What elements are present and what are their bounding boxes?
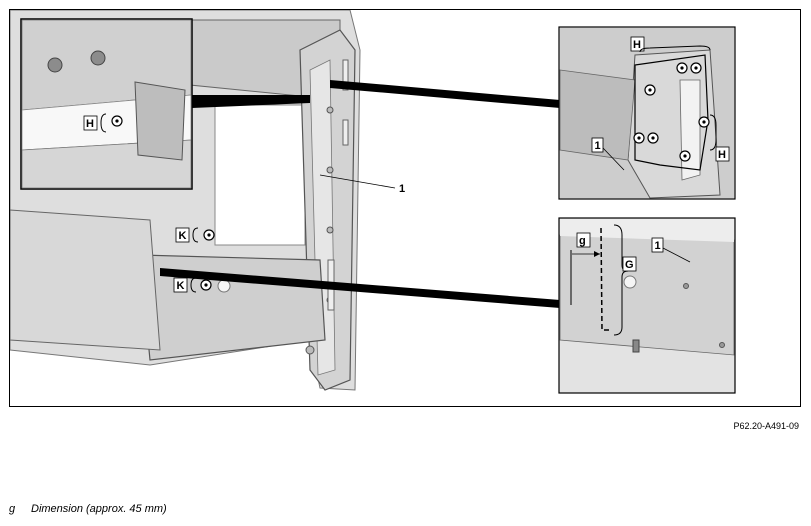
weld-point-icon xyxy=(698,116,710,128)
dimension-arrow-head xyxy=(594,251,600,257)
callout-detail-top-item: 1 xyxy=(595,140,601,152)
callout-g: g xyxy=(579,235,586,247)
hole xyxy=(305,345,315,355)
callout-detail-top-item-box xyxy=(591,137,604,153)
brace-k-upper xyxy=(192,227,199,243)
weld-point-icon xyxy=(111,115,123,127)
callout-k-upper: K xyxy=(179,230,187,242)
callout-h-top: H xyxy=(633,39,641,51)
hole xyxy=(326,166,334,174)
detail-bottom-right: g G 1 xyxy=(160,217,736,394)
window-opening xyxy=(214,104,306,246)
slot xyxy=(342,59,349,91)
weld-point-icon xyxy=(679,150,691,162)
callout-h-right: H xyxy=(718,149,726,161)
callout-h-inset: H xyxy=(86,118,94,130)
callout-k-lower-box xyxy=(173,277,188,293)
weld-point-icon xyxy=(644,84,656,96)
connector-detail-top xyxy=(330,80,560,108)
callout-h-right-box xyxy=(715,146,730,162)
weld-point-icon xyxy=(676,62,688,74)
detail-top-right: H H 1 xyxy=(330,26,736,200)
callout-k-lower: K xyxy=(177,280,185,292)
lower-inner-panel xyxy=(10,209,161,351)
leader-detail-top-item xyxy=(602,147,625,171)
hole xyxy=(217,279,231,293)
legend-item: g Dimension (approx. 45 mm) xyxy=(9,503,167,515)
slot xyxy=(342,119,349,146)
leader-detail-bottom-item xyxy=(662,247,691,263)
weld-area-outline xyxy=(634,54,709,171)
weld-point-icon xyxy=(203,229,215,241)
weld-point-icon xyxy=(647,132,659,144)
connector-detail-bottom xyxy=(160,268,560,308)
figure-reference-code: P62.20-A491-09 xyxy=(733,421,799,431)
brace-h-top xyxy=(639,45,711,53)
callout-g-box xyxy=(576,232,591,248)
callout-detail-bottom-item: 1 xyxy=(655,240,661,252)
inset-top-left: H xyxy=(20,18,310,190)
cut-line xyxy=(600,227,610,331)
callout-G-box xyxy=(622,256,637,272)
weld-point-icon xyxy=(690,62,702,74)
brace-h-inset xyxy=(100,113,107,133)
callout-h-top-box xyxy=(630,36,645,52)
hole xyxy=(326,106,334,114)
hole xyxy=(326,226,334,234)
callout-detail-bottom-item-box xyxy=(651,237,664,253)
connector-inset xyxy=(192,95,310,108)
leader-item-1 xyxy=(319,174,396,189)
callout-G: G xyxy=(625,259,634,271)
legend: g Dimension (approx. 45 mm) xyxy=(9,503,167,515)
brace-h-right xyxy=(709,114,717,151)
callout-h-inset-box xyxy=(83,115,98,131)
assembly-illustration: K K 1 xyxy=(10,10,736,394)
callout-item-1: 1 xyxy=(399,183,405,195)
legend-key: g xyxy=(9,503,16,515)
legend-text: Dimension (approx. 45 mm) xyxy=(31,503,167,515)
callout-k-upper-box xyxy=(175,227,190,243)
figure-frame: K K 1 xyxy=(9,9,801,407)
weld-point-icon xyxy=(200,279,212,291)
weld-point-icon xyxy=(633,132,645,144)
